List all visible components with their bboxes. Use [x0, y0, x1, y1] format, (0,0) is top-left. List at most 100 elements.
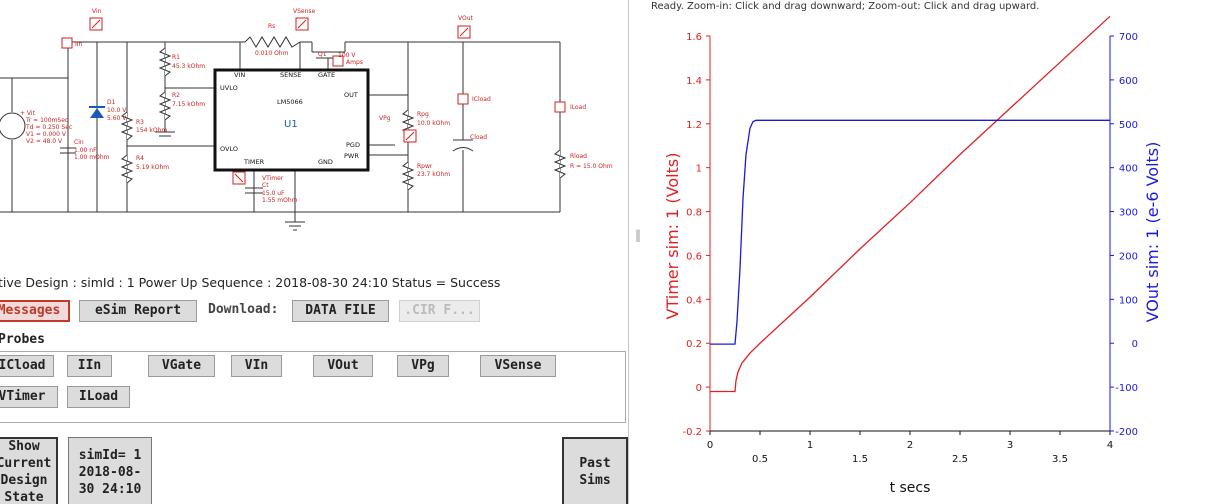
left-pane: Vin VSense VOut IIn Rs 0.010 Ohm Q1 100 … [0, 0, 629, 504]
ic-pin-uvlo: UVLO [220, 84, 238, 92]
sim-id-button[interactable]: simId= 1 2018-08-30 24:10 [68, 437, 152, 504]
label-rload: Rload [570, 153, 587, 160]
label-src2: Tr = 100mSec [25, 117, 68, 124]
left-tick-label: 1.4 [686, 76, 702, 87]
left-tick-label: 0.2 [686, 339, 702, 350]
label-rpwr-val: 23.7 kOhm [417, 171, 450, 178]
label-rpg: Rpg [417, 111, 429, 118]
cir-file-button[interactable]: .CIR F... [399, 300, 480, 322]
label-q1: Q1 [318, 51, 327, 58]
label-r2: R2 [172, 92, 180, 99]
label-cin-val2: 1.00 mOhm [74, 154, 110, 161]
label-r4: R4 [136, 155, 144, 162]
series-vout-line [710, 119, 1110, 345]
status-bar: Ready. Zoom-in: Click and drag downward;… [651, 1, 1040, 12]
label-vtimer: VTimer [262, 175, 284, 182]
label-rpg-val: 10.0 kOhm [417, 120, 450, 127]
right-axis-label: VOut sim: 1 (e-6 Volts) [1143, 142, 1162, 323]
label-d1-val: 10.0 V [107, 107, 127, 114]
ic-pin-vin: VIN [234, 71, 245, 79]
right-tick-label: 200 [1119, 251, 1138, 262]
probe-vsense-button[interactable]: VSense [480, 355, 556, 377]
pane-splitter[interactable] [629, 0, 645, 504]
right-tick-label: -100 [1115, 383, 1138, 394]
ic-pin-gnd: GND [318, 158, 333, 166]
past-sims-button[interactable]: Past Sims [562, 437, 628, 504]
x-tick-label: 0.5 [752, 454, 768, 465]
left-tick-label: -0.2 [682, 427, 702, 438]
label-vin-probe: Vin [92, 8, 102, 15]
label-src3: Td = 0.250 Sec [25, 124, 72, 131]
x-tick-label: 2.5 [952, 454, 968, 465]
ic-pin-gate: GATE [318, 71, 335, 79]
label-r3: R3 [136, 119, 144, 126]
left-tick-label: 1.6 [686, 32, 702, 43]
left-tick-label: 0.4 [686, 295, 702, 306]
label-d1-val2: 5.60 V [107, 115, 127, 122]
simulation-chart[interactable]: 00.511.522.533.54-0.200.20.40.60.811.21.… [645, 0, 1230, 504]
label-r1-val: 45.3 kOhm [172, 63, 205, 70]
messages-button[interactable]: Messages [0, 300, 70, 322]
esim-report-button[interactable]: eSim Report [79, 300, 197, 322]
x-tick-label: 3 [1007, 440, 1013, 451]
label-r1: R1 [172, 54, 180, 61]
x-tick-label: 3.5 [1052, 454, 1068, 465]
probe-vtimer-button[interactable]: VTimer [0, 386, 58, 408]
probe-iload-button[interactable]: ILoad [67, 386, 130, 408]
label-rload-val: R = 15.0 Ohm [570, 163, 613, 170]
label-r4-val: 5.19 kOhm [136, 164, 169, 171]
ic-pin-pwr: PWR [344, 152, 359, 160]
x-tick-label: 4 [1107, 440, 1113, 451]
download-label: Download: [208, 302, 279, 317]
series-vtimer-line [710, 15, 1111, 393]
label-icload: ICload [472, 96, 491, 103]
label-iload: ILoad [570, 104, 586, 111]
left-tick-label: 0.6 [686, 251, 702, 262]
probe-iin-button[interactable]: IIn [67, 355, 112, 377]
label-ct-val2: 1.55 mOhm [262, 197, 298, 204]
x-tick-label: 1 [807, 440, 813, 451]
circuit-schematic[interactable]: Vin VSense VOut IIn Rs 0.010 Ohm Q1 100 … [0, 0, 628, 250]
label-vsense-probe: VSense [293, 8, 316, 15]
probes-title: Probes [0, 332, 45, 347]
left-tick-label: 0.8 [686, 208, 702, 219]
label-q1-val2: Amps [346, 59, 363, 66]
label-src4: V1 = 0.000 V [26, 131, 67, 138]
ic-pin-out: OUT [344, 91, 358, 99]
label-rpwr: Rpwr [417, 163, 433, 170]
label-q1-val: 100 V [338, 52, 356, 59]
label-vout-probe: VOut [458, 15, 474, 22]
label-d1: D1 [107, 99, 116, 106]
right-tick-label: -200 [1115, 427, 1138, 438]
right-tick-label: 400 [1119, 164, 1138, 175]
data-file-button[interactable]: DATA FILE [292, 300, 389, 322]
show-design-state-button[interactable]: Show Current Design State [0, 437, 58, 504]
x-tick-label: 0 [707, 440, 713, 451]
probe-vout-button[interactable]: VOut [313, 355, 373, 377]
splitter-grip-icon[interactable]: ‖ [635, 228, 641, 242]
ic-pin-pgd: PGD [346, 141, 360, 149]
ic-pin-ovlo: OVLO [220, 145, 238, 153]
label-ct-val: 15.0 uF [262, 190, 285, 197]
label-ct: Ct [262, 182, 269, 189]
probe-vgate-button[interactable]: VGate [148, 355, 215, 377]
probe-vin-button[interactable]: VIn [231, 355, 282, 377]
x-tick-label: 2 [907, 440, 913, 451]
left-tick-label: 1 [696, 164, 702, 175]
label-src1: + Vit [20, 110, 36, 117]
probe-icload-button[interactable]: ICload [0, 355, 54, 377]
active-design-status: tive Design : simId : 1 Power Up Sequenc… [0, 275, 501, 290]
right-tick-label: 100 [1119, 295, 1138, 306]
ic-ref: U1 [284, 119, 298, 130]
ic-pin-sense: SENSE [280, 71, 301, 79]
probe-vpg-button[interactable]: VPg [397, 355, 449, 377]
ic-part-name: LM5066 [277, 98, 303, 106]
label-r2-val: 7.15 kOhm [172, 101, 205, 108]
label-vpg: VPg [379, 115, 391, 122]
x-tick-label: 1.5 [852, 454, 868, 465]
label-r3-val: 154 kOhm [136, 127, 167, 134]
left-axis-label: VTimer sim: 1 (Volts) [663, 153, 682, 320]
right-tick-label: 500 [1119, 120, 1138, 131]
label-cin-val: 1.00 nF [74, 147, 97, 154]
ic-pin-timer: TIMER [243, 158, 265, 166]
